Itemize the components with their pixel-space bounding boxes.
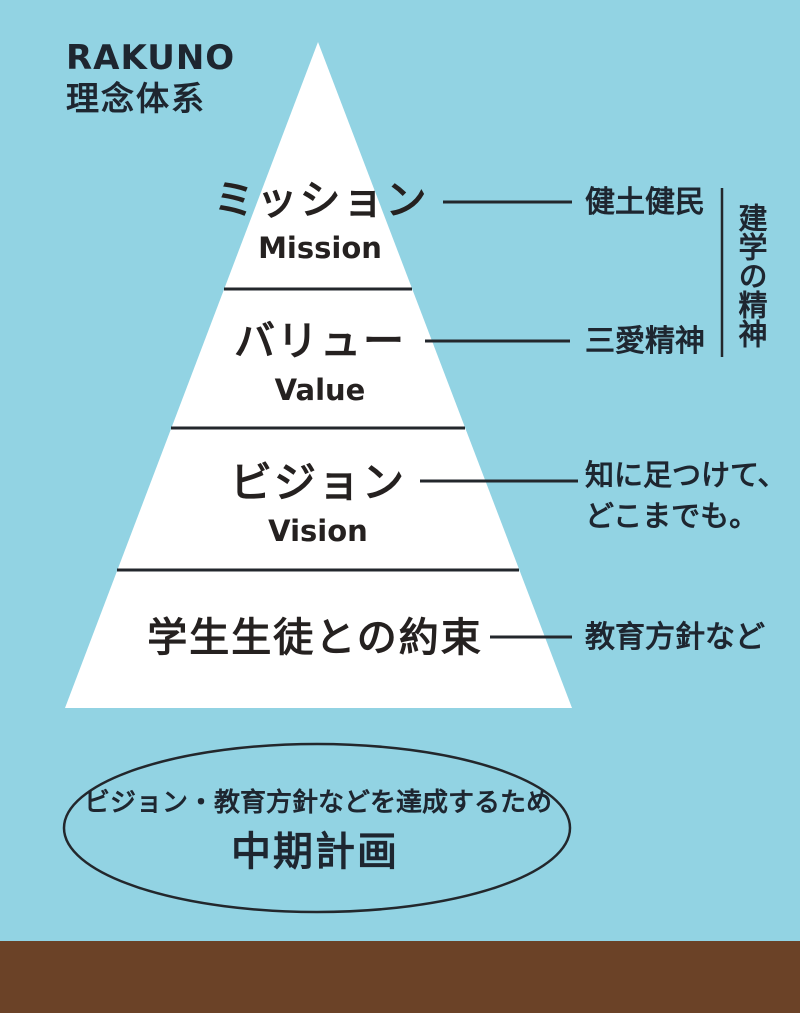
pyramid-level-vision-label: ビジョン [229,458,407,507]
pyramid-level-value-sublabel: Value [274,373,366,407]
midterm-plan-title: 中期計画 [231,829,399,875]
pyramid-level-value-label: バリュー [234,317,406,365]
ground-bar [0,941,800,1013]
page-title-line2: 理念体系 [66,79,206,119]
pyramid-level-mission-label: ミッション [213,176,429,224]
founding-spirit-label: 建学の精神 [734,203,768,348]
annotation-mission: 健土健民 [585,185,705,220]
midterm-plan-ellipse [62,742,572,914]
page-title-line1: RAKUNO [66,38,236,78]
annotation-value: 三愛精神 [585,324,705,359]
pyramid-level-vision-sublabel: Vision [268,514,368,548]
page-title: RAKUNO 理念体系 [66,38,235,120]
annotation-vision: 知に足つけて、 どこまでも。 [585,458,787,533]
annotation-promise: 教育方針など [585,620,765,655]
pyramid-shape [65,42,572,708]
pyramid-level-promise-label: 学生生徒との約束 [147,615,483,661]
pyramid-level-mission-sublabel: Mission [258,231,382,265]
midterm-plan-caption: ビジョン・教育方針などを達成するため [83,788,553,818]
